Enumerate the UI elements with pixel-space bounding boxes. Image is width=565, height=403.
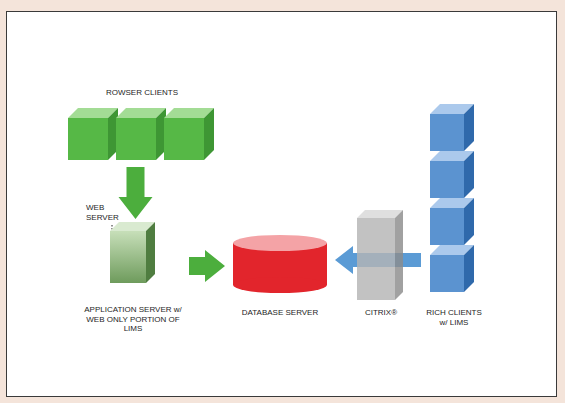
node-box: RICH CLIENTS w/ LIMS (424, 104, 484, 329)
node-shape (80, 222, 186, 286)
node-shape (352, 210, 410, 302)
node-label: CITRIX® (352, 308, 410, 318)
node-label: DATABASE SERVER (228, 308, 332, 318)
node-shape (424, 104, 484, 296)
node-shape (62, 108, 222, 164)
block-arrow (189, 250, 225, 282)
node-label: APPLICATION SERVER w/ WEB ONLY PORTION O… (80, 305, 186, 334)
node-label: ROWSER CLIENTS (62, 88, 222, 98)
block-arrow (119, 167, 153, 219)
node-box: CITRIX® (352, 210, 410, 320)
node-shape (228, 235, 332, 295)
node-box: APPLICATION SERVER w/ WEB ONLY PORTION O… (80, 222, 186, 336)
callout-label: WEB SERVER (86, 203, 126, 222)
node-box: DATABASE SERVER (228, 235, 332, 320)
node-label: RICH CLIENTS w/ LIMS (424, 308, 484, 327)
node-box: ROWSER CLIENTS (62, 88, 222, 164)
